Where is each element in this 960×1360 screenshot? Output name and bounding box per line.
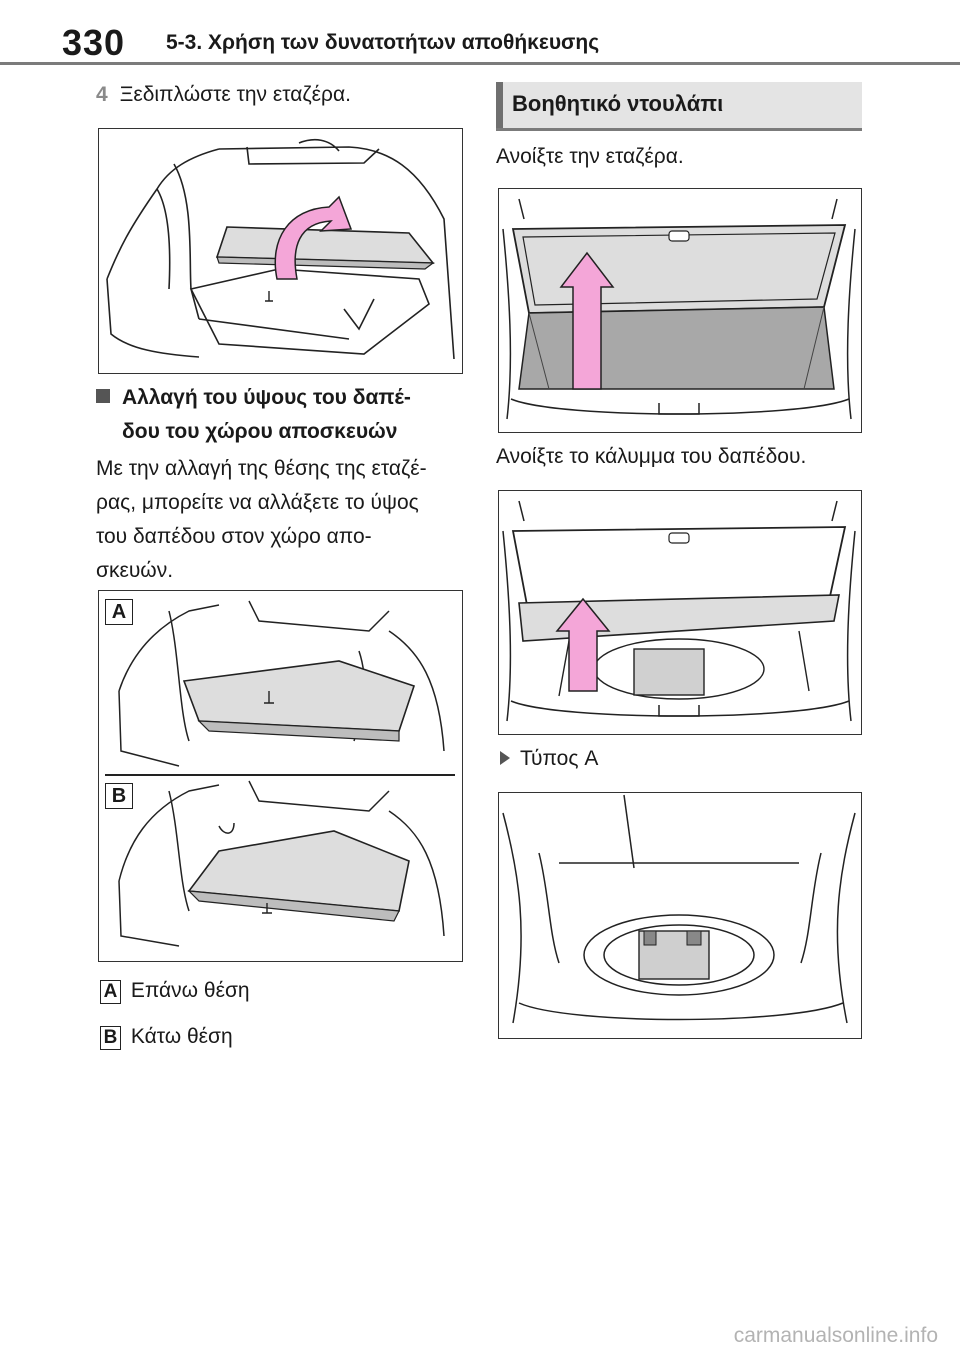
square-bullet-icon [96, 389, 110, 403]
figure-type-a [498, 792, 862, 1039]
figure-label-b: B [105, 783, 133, 809]
step-4: 4 Ξεδιπλώστε την εταζέρα. [96, 78, 351, 112]
floor-height-paragraph: Με την αλλαγή της θέσης της εταζέ- ρας, … [96, 452, 466, 588]
floor-positions-illustration [105, 600, 455, 947]
step-text: Ξεδιπλώστε την εταζέρα. [119, 83, 351, 106]
open-floor-cover-illustration [502, 500, 856, 722]
triangle-bullet-icon [500, 751, 510, 765]
open-arrow [559, 251, 615, 390]
type-a-storage-illustration [502, 794, 856, 1024]
type-a-text: Τύπος A [520, 747, 599, 770]
figure-open-floor-cover [498, 490, 862, 735]
section-title: 5-3. Χρήση των δυνατοτήτων αποθήκευσης [166, 31, 600, 54]
legend-b: B Κάτω θέση [100, 1020, 233, 1054]
right-text-open-shelf: Ανοίξτε την εταζέρα. [496, 145, 684, 168]
legend-b-box: B [100, 1026, 121, 1050]
paragraph-line: Με την αλλαγή της θέσης της εταζέ- [96, 457, 427, 480]
banner-title: Βοηθητικό ντουλάπι [512, 91, 724, 116]
legend-a-box: A [100, 980, 121, 1004]
legend-a-text: Επάνω θέση [130, 979, 250, 1002]
figure-open-shelf [498, 188, 862, 433]
page-number: 330 [62, 22, 126, 63]
subheading-line2: δου του χώρου αποσκευών [122, 420, 398, 443]
legend-a: A Επάνω θέση [100, 974, 250, 1008]
watermark: carmanualsonline.info [733, 1324, 938, 1347]
trunk-shelf-unfold-illustration [106, 138, 455, 360]
open-cover-arrow [555, 597, 611, 692]
paragraph-line: του δαπέδου στον χώρο απο- [96, 525, 372, 548]
section-banner: Βοηθητικό ντουλάπι [496, 82, 862, 131]
figure-floor-positions: A B [98, 590, 463, 962]
header-divider [0, 62, 960, 65]
paragraph-line: ρας, μπορείτε να αλλάξετε το ύψος [96, 491, 419, 514]
page-header: 330 5-3. Χρήση των δυνατοτήτων αποθήκευσ… [0, 0, 960, 66]
right-text-open-cover: Ανοίξτε το κάλυμμα του δαπέδου. [496, 445, 807, 468]
open-shelf-illustration [502, 198, 856, 420]
paragraph-line: σκευών. [96, 559, 174, 582]
unfold-arrow [274, 195, 353, 280]
banner-accent-bar [496, 82, 503, 128]
subheading-line1: Αλλαγή του ύψους του δαπέ- [122, 386, 411, 409]
subheading-floor-height: Αλλαγή του ύψους του δαπέ- δου του χώρου… [96, 381, 456, 449]
figure-label-a: A [105, 599, 133, 625]
figure-unfold-shelf [98, 128, 463, 374]
legend-b-text: Κάτω θέση [130, 1025, 233, 1048]
type-a-label: Τύπος A [500, 742, 598, 776]
step-number: 4 [96, 83, 108, 106]
